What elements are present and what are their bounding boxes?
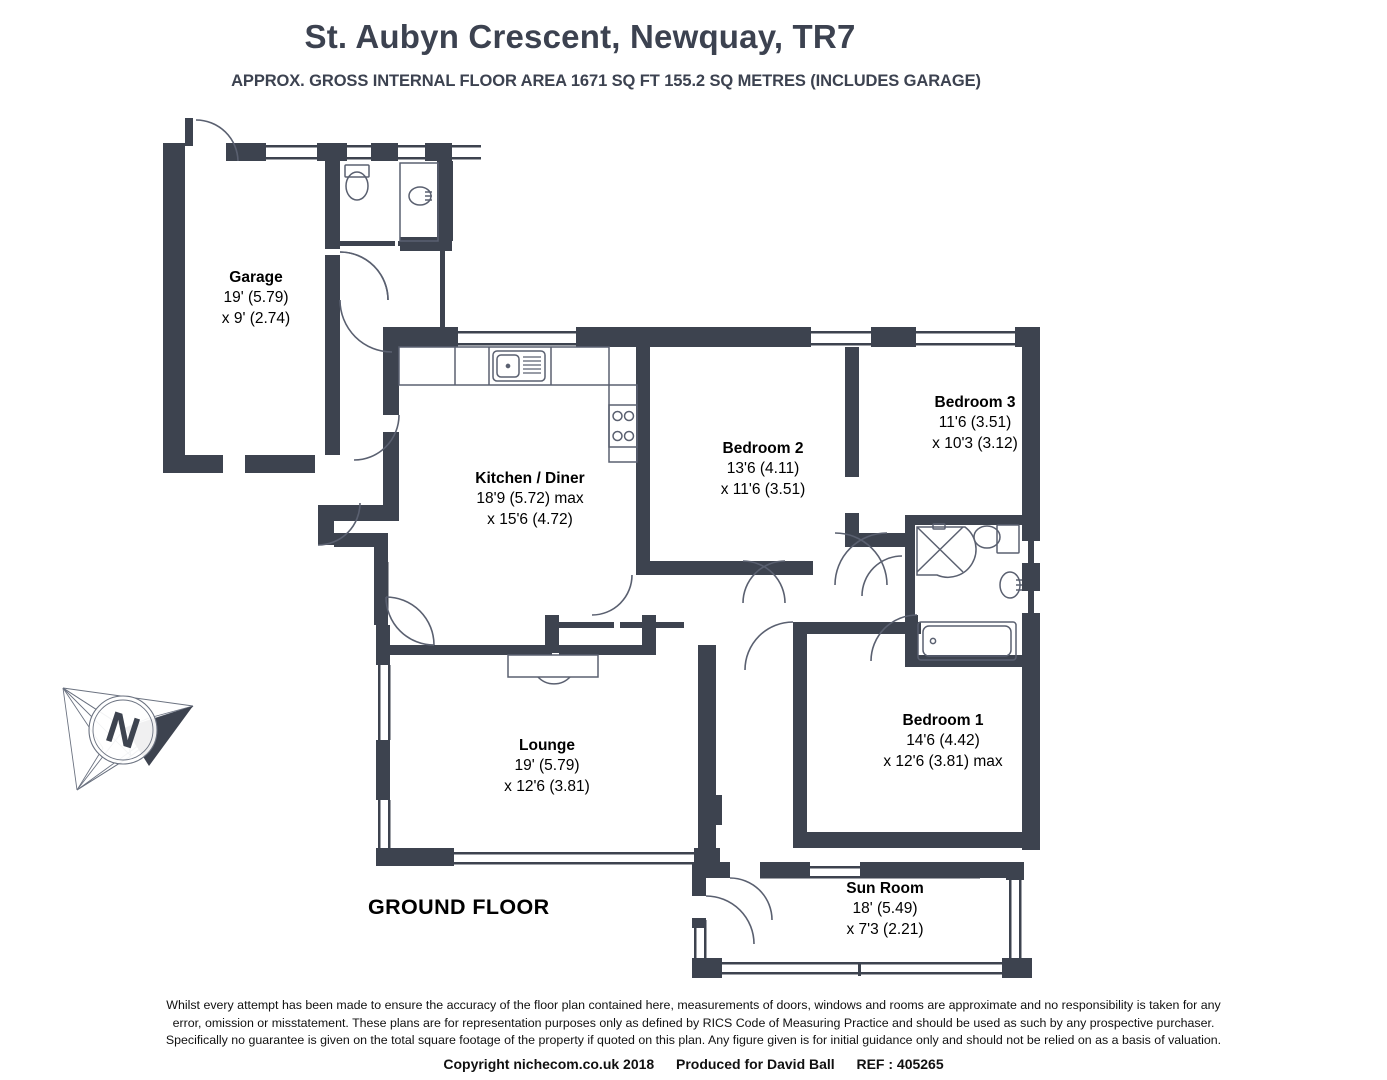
room-name: Lounge: [519, 737, 575, 754]
sink-icon: [492, 350, 546, 382]
room-label-garage: Garage 19' (5.79) x 9' (2.74): [146, 268, 366, 329]
reference-text: REF : 405265: [856, 1056, 944, 1072]
room-name: Sun Room: [846, 880, 924, 897]
kitchen-counter-right: [608, 384, 638, 463]
page-title: St. Aubyn Crescent, Newquay, TR7: [304, 18, 856, 55]
room-dim-1: 13'6 (4.11): [726, 460, 800, 478]
shower-tray-icon: [916, 526, 977, 578]
room-name: Bedroom 2: [722, 440, 804, 457]
room-label-bedroom-3: Bedroom 3 11'6 (3.51) x 10'3 (3.12): [855, 393, 1095, 454]
fixture-group: [344, 162, 1022, 685]
room-dim-1: 19' (5.79): [514, 757, 580, 775]
room-name: Bedroom 3: [934, 394, 1016, 411]
disclaimer: Whilst every attempt has been made to en…: [0, 997, 1387, 1050]
room-dim-2: x 11'6 (3.51): [720, 480, 806, 498]
room-name: Kitchen / Diner: [475, 470, 585, 487]
fireplace-arc: [537, 676, 571, 685]
room-dim-2: x 9' (2.74): [221, 309, 291, 327]
disclaimer-line-2: error, omission or misstatement. These p…: [172, 1015, 1215, 1030]
ground-floor-label: GROUND FLOOR: [368, 895, 550, 919]
compass-circle-inner: [92, 699, 154, 761]
wall-group: [163, 118, 1040, 978]
room-label-lounge: Lounge 19' (5.79) x 12'6 (3.81): [427, 736, 667, 797]
disclaimer-line-3: Specifically no guarantee is given on th…: [165, 1033, 1222, 1048]
room-dim-2: x 12'6 (3.81): [504, 777, 590, 795]
room-dim-1: 14'6 (4.42): [906, 732, 980, 750]
kitchen-counter-top: [398, 346, 610, 386]
room-dim-2: x 12'6 (3.81) max: [883, 752, 1003, 770]
floor-plan: [163, 118, 1040, 978]
door-swing-group: [195, 119, 918, 945]
copyright-line: Copyright nichecom.co.uk 2018 Produced f…: [0, 1056, 1387, 1072]
room-dim-1: 18'9 (5.72) max: [476, 490, 584, 508]
room-name: Garage: [229, 269, 283, 286]
room-label-bedroom-1: Bedroom 1 14'6 (4.42) x 12'6 (3.81) max: [813, 711, 1073, 772]
floor-area-subtitle: APPROX. GROSS INTERNAL FLOOR AREA 1671 S…: [231, 72, 981, 90]
room-label-sun-room: Sun Room 18' (5.49) x 7'3 (2.21): [765, 879, 1005, 940]
hob-icon: [608, 404, 638, 448]
room-label-bedroom-2: Bedroom 2 13'6 (4.11) x 11'6 (3.51): [643, 439, 883, 500]
room-dim-1: 11'6 (3.51): [938, 414, 1012, 432]
compass-circle-outer: [88, 695, 158, 765]
room-label-kitchen-diner: Kitchen / Diner 18'9 (5.72) max x 15'6 (…: [400, 469, 660, 530]
room-name: Bedroom 1: [902, 712, 984, 729]
room-dim-2: x 10'3 (3.12): [932, 434, 1018, 452]
cistern-icon: [344, 164, 370, 178]
copyright-text: Copyright nichecom.co.uk 2018: [443, 1056, 655, 1072]
compass-rose: N: [45, 648, 205, 808]
room-dim-2: x 15'6 (4.72): [487, 510, 573, 528]
disclaimer-line-1: Whilst every attempt has been made to en…: [166, 998, 1221, 1012]
toilet-icon: [345, 171, 369, 201]
bath-icon: [917, 621, 1017, 661]
wc-counter: [399, 162, 439, 242]
toilet-icon-2: [973, 525, 1001, 549]
cistern-icon-2: [996, 524, 1020, 554]
hearth-icon: [507, 654, 599, 678]
room-dim-2: x 7'3 (2.21): [846, 920, 924, 938]
produced-for-text: Produced for David Ball: [675, 1056, 835, 1072]
room-dim-1: 18' (5.49): [852, 900, 918, 918]
room-dim-1: 19' (5.79): [223, 289, 289, 307]
